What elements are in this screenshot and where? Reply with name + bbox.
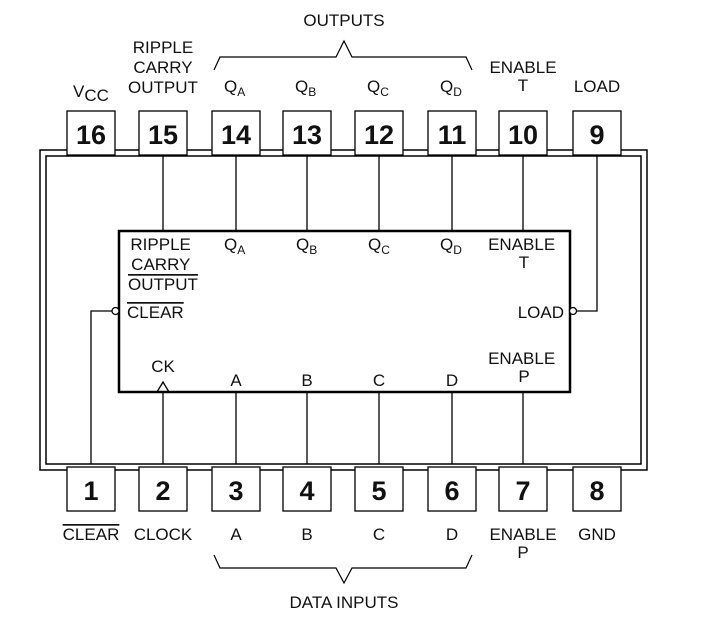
- pin-2-box: [138, 466, 188, 512]
- bottom-pin-row: 1 2 3 4 5 6 7 8: [66, 466, 622, 512]
- pin-8-number: 8: [589, 476, 604, 506]
- pin-13-label: QB: [295, 77, 316, 99]
- inner-qd: QD: [440, 235, 462, 257]
- data-inputs-label: DATA INPUTS: [290, 593, 399, 612]
- wire-pin9-load: [576, 156, 598, 312]
- pin-11-number: 11: [438, 120, 467, 150]
- data-inputs-brace: [213, 554, 473, 585]
- pin-7-number: 7: [515, 476, 530, 506]
- pin-6-box: [427, 466, 477, 512]
- pin-2-label: CLOCK: [134, 525, 193, 544]
- clock-edge-symbol: [156, 380, 170, 393]
- pin-7-box: [498, 466, 548, 512]
- package-outline-inner: [45, 155, 642, 465]
- pin-12-label: QC: [367, 77, 389, 99]
- inner-c: C: [373, 371, 385, 390]
- pin-2-number: 2: [155, 476, 170, 506]
- pin-14-box: [211, 110, 261, 156]
- pin-1-box: [66, 466, 116, 512]
- inner-enable-t: ENABLE T: [488, 235, 560, 272]
- pin-9-number: 9: [589, 120, 604, 150]
- pin-11-box: [427, 110, 477, 156]
- top-pin-row: 16 15 14 13 12 11 10 9: [66, 110, 622, 156]
- inner-qb: QB: [296, 235, 317, 257]
- clear-inversion-bubble: [111, 306, 120, 316]
- pin-15-number: 15: [148, 120, 178, 150]
- pin-10-number: 10: [508, 120, 538, 150]
- inner-qc: QC: [368, 235, 390, 257]
- pin-4-number: 4: [299, 476, 314, 506]
- inner-b: B: [301, 371, 312, 390]
- pin-13-box: [282, 110, 332, 156]
- pin-9-label: LOAD: [574, 77, 620, 96]
- inner-load: LOAD: [518, 303, 564, 322]
- package-outline-outer: [39, 149, 648, 471]
- pin-4-label: B: [301, 525, 312, 544]
- wire-pin1-clear: [90, 310, 112, 464]
- inner-a: A: [230, 371, 242, 390]
- pin-16-label: VCC: [73, 82, 109, 105]
- pin-16-number: 16: [76, 120, 106, 150]
- pin-14-label: QA: [224, 77, 245, 99]
- pin-3-number: 3: [228, 476, 243, 506]
- logic-block: [117, 229, 572, 394]
- pin-10-box: [498, 110, 548, 156]
- inner-ck: CK: [151, 357, 175, 376]
- pin-8-box: [572, 466, 622, 512]
- inner-clear: CLEAR: [127, 303, 184, 322]
- pin-6-label: D: [446, 525, 458, 544]
- pin-13-number: 13: [292, 120, 322, 150]
- inner-enable-p: ENABLE P: [488, 349, 560, 386]
- pin-9-box: [572, 110, 622, 156]
- inner-ripple-carry-output: RIPPLE CARRY OUTPUT: [128, 235, 198, 294]
- pin-5-number: 5: [371, 476, 386, 506]
- inner-block-labels: RIPPLE CARRY OUTPUT QA QB QC QD ENABLE T…: [127, 235, 564, 390]
- pin-1-label: CLEAR: [63, 525, 120, 544]
- pin-5-box: [354, 466, 404, 512]
- pin-14-number: 14: [221, 120, 251, 150]
- outputs-brace: [213, 39, 473, 71]
- pin-3-label: A: [230, 525, 242, 544]
- inner-d: D: [446, 371, 458, 390]
- pin-3-box: [211, 466, 261, 512]
- inner-qa: QA: [224, 235, 245, 257]
- pin-5-label: C: [373, 525, 385, 544]
- pin-12-number: 12: [364, 120, 394, 150]
- pin-1-number: 1: [83, 476, 98, 506]
- pin-6-number: 6: [444, 476, 459, 506]
- pin-16-box: [66, 110, 116, 156]
- pin-15-box: [138, 110, 188, 156]
- load-inversion-bubble: [568, 306, 578, 316]
- outputs-label: OUTPUTS: [303, 11, 384, 30]
- pin-11-label: QD: [440, 77, 462, 99]
- pin-8-label: GND: [578, 525, 616, 544]
- pin-12-box: [354, 110, 404, 156]
- pin-4-box: [282, 466, 332, 512]
